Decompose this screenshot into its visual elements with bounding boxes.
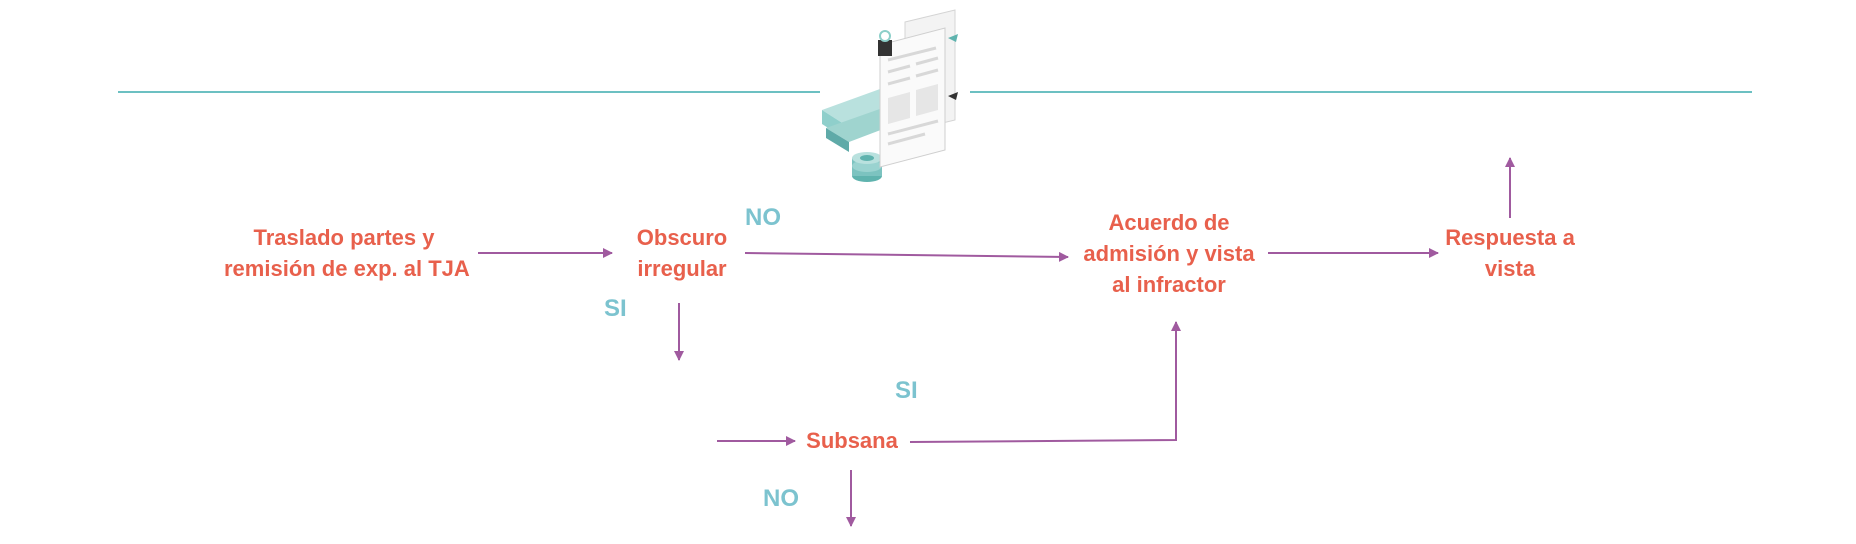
label-si-mid: SI [895, 377, 918, 404]
arrow-obscuro-no-to-acuerdo [744, 251, 1069, 262]
node-respuesta-line-1: Respuesta a [1445, 225, 1575, 250]
node-traslado: Traslado partes y remisión de exp. al TJ… [224, 222, 470, 284]
node-respuesta-line-2: vista [1484, 256, 1536, 281]
label-no-top: NO [745, 204, 781, 231]
flow-arrows [478, 157, 1515, 527]
label-no-bottom: NO [763, 485, 799, 512]
node-acuerdo-line-1: Acuerdo de [1108, 210, 1230, 235]
documents-illustration [822, 9, 958, 182]
node-traslado-line-2: remisión de exp. al TJA [224, 256, 470, 281]
arrow-subsana-si-to-acuerdo [909, 321, 1181, 443]
node-traslado-line-1: Traslado partes y [253, 225, 435, 250]
node-acuerdo: Acuerdo de admisión y vista al infractor [1076, 207, 1262, 300]
node-obscuro-line-2: irregular [637, 256, 727, 281]
label-si-left: SI [604, 295, 627, 322]
node-subsana: Subsana [800, 425, 904, 456]
node-acuerdo-line-3: al infractor [1112, 272, 1226, 297]
node-obscuro-irregular: Obscuro irregular [620, 222, 744, 284]
node-acuerdo-line-2: admisión y vista [1083, 241, 1255, 266]
node-obscuro-line-1: Obscuro [636, 225, 728, 250]
node-subsana-line-1: Subsana [806, 428, 898, 453]
node-respuesta: Respuesta a vista [1442, 222, 1578, 284]
